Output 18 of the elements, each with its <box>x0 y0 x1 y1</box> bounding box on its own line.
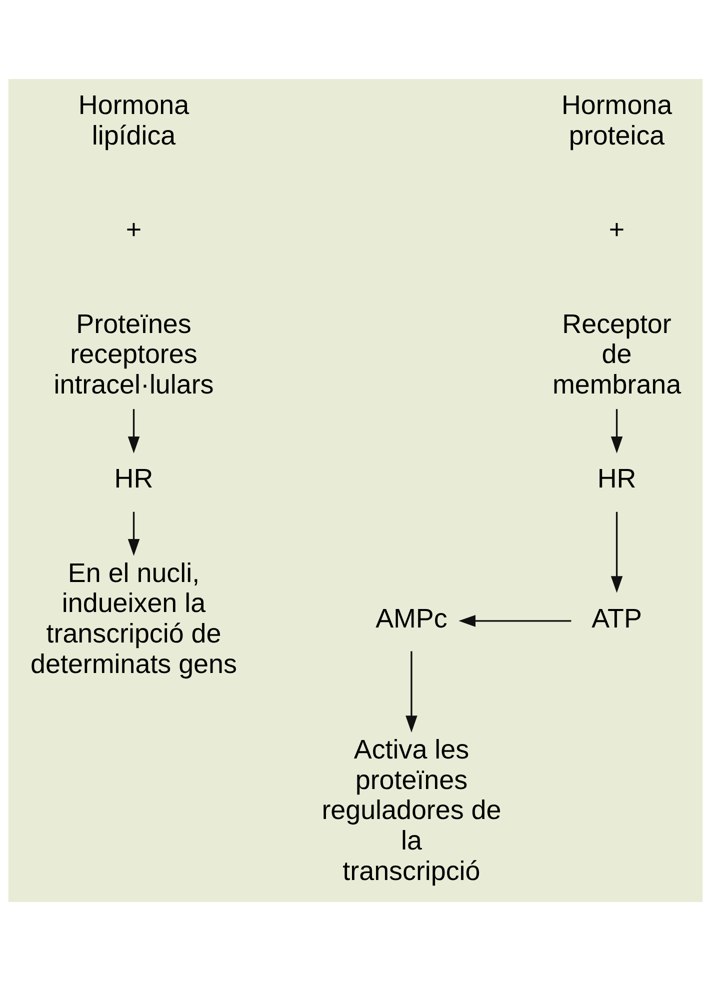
node-text: AMPc <box>376 603 448 634</box>
node-text: Proteïnes receptores intracel·lulars <box>54 308 214 400</box>
arrow <box>406 651 418 733</box>
label: + <box>608 214 625 245</box>
node-text: ATP <box>592 603 642 634</box>
node-text: Hormona lipídica <box>78 90 190 150</box>
label: + <box>126 214 142 245</box>
node-text: Hormona proteica <box>561 90 672 150</box>
node-text: Receptor de membrana <box>552 308 682 400</box>
arrow <box>610 409 623 454</box>
arrow <box>128 512 140 556</box>
arrow <box>610 512 623 593</box>
node-text: HR <box>114 464 154 494</box>
node-text: HR <box>597 464 636 494</box>
arrow <box>458 615 572 627</box>
node-text: Activa les proteïnes reguladores de la transcripció <box>322 734 502 886</box>
arrow <box>128 409 140 454</box>
node-text: En el nucli, indueixen la transcripció de determinats gens <box>30 558 237 679</box>
